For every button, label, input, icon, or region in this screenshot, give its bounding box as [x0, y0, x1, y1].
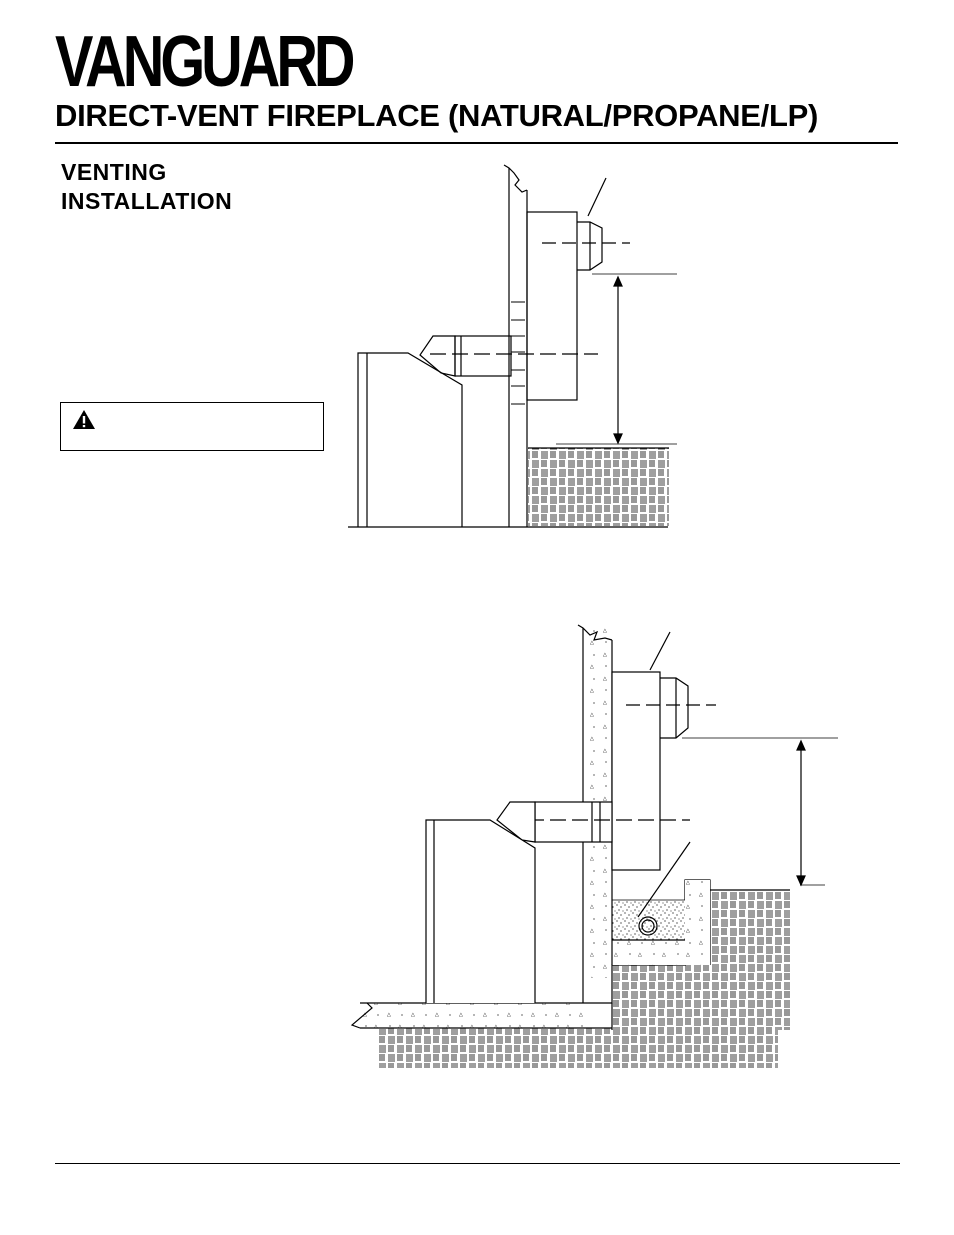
section-heading-line-1: VENTING	[61, 159, 167, 185]
vent-termination-above-grade-diagram	[348, 164, 677, 528]
vent-termination-below-grade-diagram: △ △	[350, 624, 838, 1068]
section-heading: VENTING INSTALLATION	[61, 158, 301, 216]
brand-logo: VANGUARD	[55, 22, 356, 102]
footer-divider	[55, 1163, 900, 1164]
warning-triangle-icon	[73, 410, 95, 429]
page-title: DIRECT-VENT FIREPLACE (NATURAL/PROPANE/L…	[55, 98, 818, 133]
title-divider	[55, 142, 898, 144]
warning-box	[60, 402, 324, 451]
section-heading-line-2: INSTALLATION	[61, 188, 233, 214]
